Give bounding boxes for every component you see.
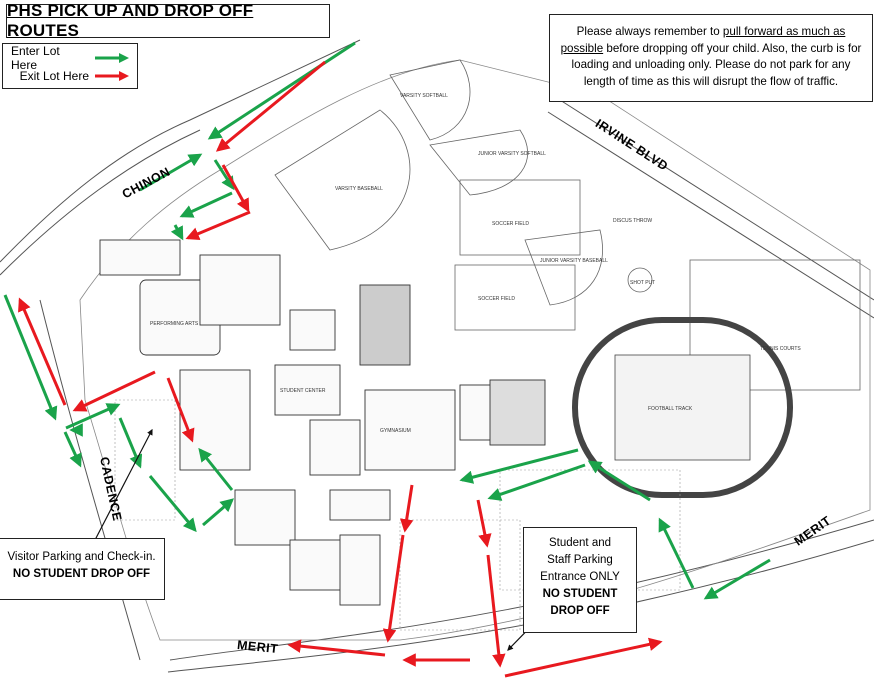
discus-label: DISCUS THROW [613,218,652,224]
legend-exit-label: Exit Lot Here [19,69,89,83]
building-west [179,369,251,471]
gymnasium [364,389,456,471]
football-track [572,317,793,498]
exit-arrow-chinon-1 [215,60,326,152]
exit-arrow-cadence-3 [166,377,195,443]
shot-put-label: SHOT PUT [630,280,655,286]
notice-text-1: Please always remember to [576,25,723,38]
football-label: FOOTBALL TRACK [648,406,693,412]
chinon-road-inner [0,129,201,276]
visitor-parking-lot [114,399,176,521]
staff-parking-box: Student and Staff Parking Entrance ONLY … [523,527,637,633]
chinon-road [0,39,361,263]
cadence-road [39,299,141,661]
student-center [274,364,341,416]
staff-line-5: DROP OFF [550,605,610,617]
soccer-field-1-label: SOCCER FIELD [492,221,529,227]
exit-arrow-south-3 [476,499,492,548]
enter-arrow-merit-2 [658,517,695,589]
enter-arrow-merit-3 [587,460,651,502]
performing-arts-label: PERFORMING ARTS [150,321,199,327]
enter-arrow-merit-5 [459,448,579,484]
map-title: PHS PICK UP AND DROP OFF ROUTES [7,1,254,40]
staff-line-3: Entrance ONLY [540,571,620,583]
visitor-line-1: Visitor Parking and Check-in. [7,551,156,563]
legend-exit-row: Exit Lot Here [11,67,129,85]
irvine-blvd-road-inner [547,111,874,319]
parking-lot-south [399,519,521,631]
enter-arrow-chinon-1 [207,41,356,140]
building-portables [99,239,181,276]
shot-put-circle [627,267,653,293]
enter-arrow-chinon-4 [179,191,233,218]
soccer-field-2-label: SOCCER FIELD [478,296,515,302]
enter-arrow-cadence-2 [65,403,121,430]
visitor-line-2: NO STUDENT DROP OFF [12,568,151,580]
notice-text-2: before dropping off your child. Also, th… [571,41,862,88]
irvine-blvd-road [559,99,874,301]
exit-arrow-merit-east [504,637,663,678]
jv-softball-field [429,129,529,196]
exit-arrow-cadence-2 [72,370,156,412]
building-n [289,309,336,351]
building-sw [234,489,296,546]
exit-arrow-south-1 [399,484,414,533]
exit-arrow-south-4 [486,554,506,668]
exit-arrow-chinon-3 [185,210,251,241]
notice-emphasis: pull forward as much as possible [560,25,846,55]
enter-arrow-merit-1 [703,558,771,600]
soccer-field-1 [459,179,581,256]
varsity-softball-field [389,59,471,141]
building-s [289,539,346,591]
enter-arrow-chinon-5 [170,224,184,241]
enter-arrow-cadence-6 [198,447,234,491]
gymnasium-label: GYMNASIUM [380,428,411,434]
staff-line-1: Student and [548,537,612,549]
staff-line-2: Staff Parking [547,554,613,566]
tennis-courts [689,259,861,391]
green-arrow-icon [95,53,129,63]
merit-road [169,519,874,661]
varsity-softball-label: VARSITY SOFTBALL [400,93,448,99]
pool [489,379,546,446]
legend-enter-row: Enter Lot Here [11,44,129,72]
enter-arrow-cadence-3 [118,417,143,469]
jv-baseball-field [524,229,603,306]
tennis-label: TENNIS COURTS [760,346,801,352]
exit-arrow-chinon-2 [221,164,250,213]
legend-enter-label: Enter Lot Here [11,44,60,72]
red-arrow-icon [95,71,129,81]
exit-arrow-cadence-1 [18,297,67,406]
enter-arrow-cadence-4 [148,475,197,533]
student-center-label: STUDENT CENTER [280,388,326,394]
exit-arrow-merit-west [287,639,386,657]
enter-arrow-cadence-1 [3,294,58,421]
visitor-pointer-arrow [94,428,153,541]
enter-arrow-chinon-3 [213,159,235,191]
visitor-parking-box: Visitor Parking and Check-in. NO STUDENT… [0,538,165,600]
building-s3 [329,489,391,521]
jv-baseball-label: JUNIOR VARSITY BASEBALL [540,258,608,264]
building-center [309,419,361,476]
notice-box: Please always remember to pull forward a… [549,14,873,102]
enter-arrow-merit-4 [487,463,586,501]
enter-arrow-cadence-8 [63,431,82,468]
football-field [614,354,751,461]
soccer-field-2 [454,264,576,331]
building-nw [199,254,281,326]
jv-softball-label: JUNIOR VARSITY SOFTBALL [478,151,546,157]
exit-arrow-south-2 [382,534,405,643]
varsity-baseball-field [274,109,411,251]
varsity-baseball-label: VARSITY BASEBALL [335,186,383,192]
map-title-box: PHS PICK UP AND DROP OFF ROUTES [6,1,330,40]
building-east [459,384,496,441]
building-s2 [339,534,381,606]
enter-arrow-chinon-2 [139,153,203,192]
enter-arrow-cadence-5 [202,498,235,527]
staff-line-4: NO STUDENT [542,588,618,600]
legend: Enter Lot Here Exit Lot Here [2,43,138,89]
classroom-building-north [359,284,411,366]
